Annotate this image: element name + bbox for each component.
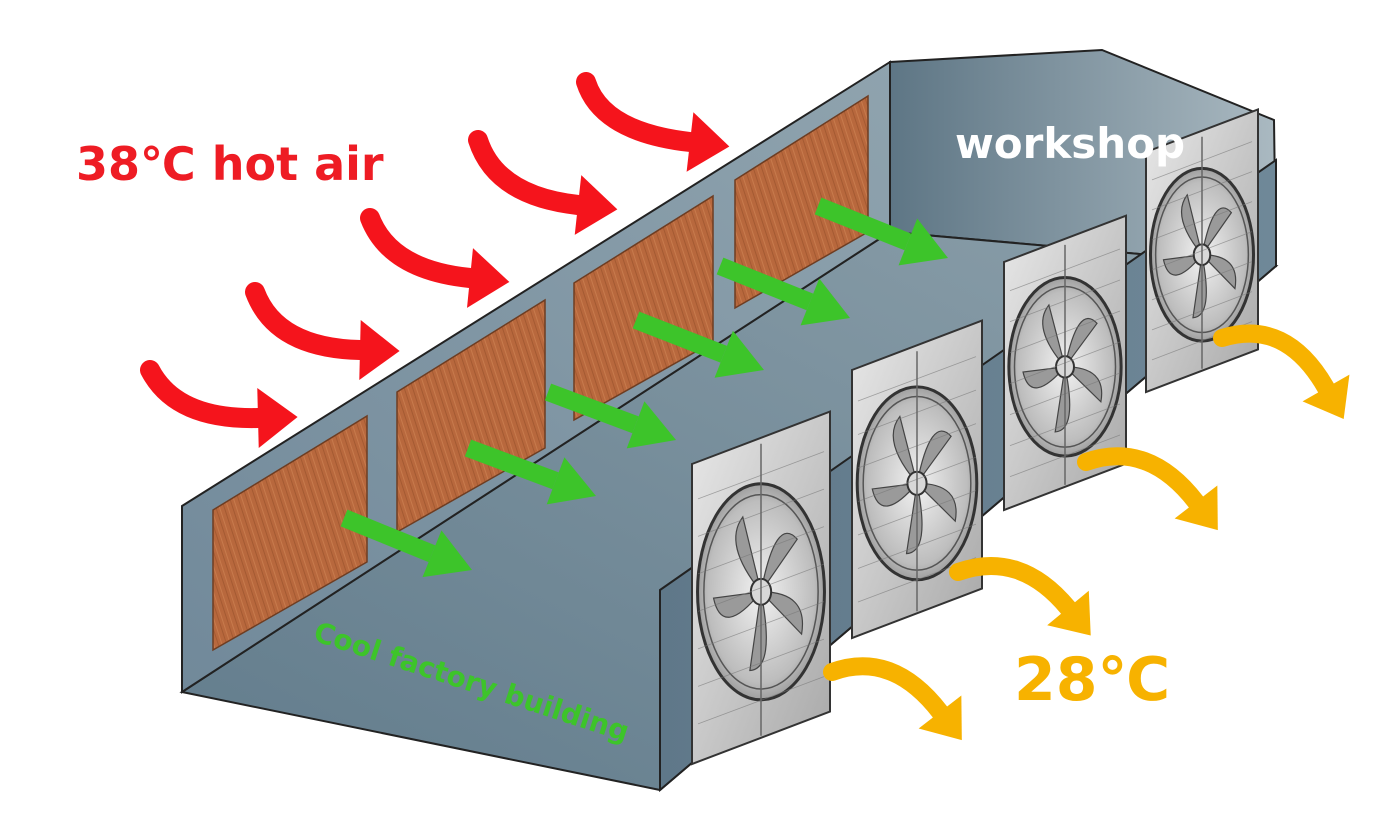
workshop-label: workshop	[955, 119, 1185, 168]
cooling-pad	[396, 298, 546, 534]
cool-air-arrow	[716, 257, 850, 326]
exhaust-fan	[691, 410, 831, 766]
exhaust-arrow	[1213, 324, 1350, 419]
cool-air-arrow	[340, 509, 472, 578]
exhaust-fans	[691, 107, 1259, 766]
hot-air-arrow	[140, 360, 298, 448]
hot-air-label: 38℃ hot air	[76, 137, 384, 191]
hot-air-arrow	[360, 208, 510, 308]
exhaust-fan	[851, 319, 983, 640]
cool-air-arrow	[544, 383, 676, 449]
exhaust-arrow	[949, 557, 1091, 636]
exhaust-fan	[1145, 107, 1259, 394]
cooling-pads	[212, 94, 869, 652]
exhaust-fan	[1003, 214, 1127, 512]
exhaust-arrow	[823, 657, 962, 741]
hot-air-arrows	[140, 72, 730, 448]
cool-air-arrow	[632, 311, 764, 378]
cool-air-arrow	[464, 439, 596, 505]
outlet-temp-label: 28℃	[1014, 645, 1170, 715]
cool-air-arrows	[340, 197, 948, 578]
exhaust-arrows	[823, 324, 1350, 741]
cooling-pad	[212, 414, 368, 652]
exhaust-arrow	[1077, 447, 1218, 531]
hot-air-arrow	[576, 72, 730, 172]
hot-air-arrow	[245, 282, 400, 380]
hot-air-arrow	[468, 130, 618, 235]
cool-air-arrow	[814, 197, 948, 266]
